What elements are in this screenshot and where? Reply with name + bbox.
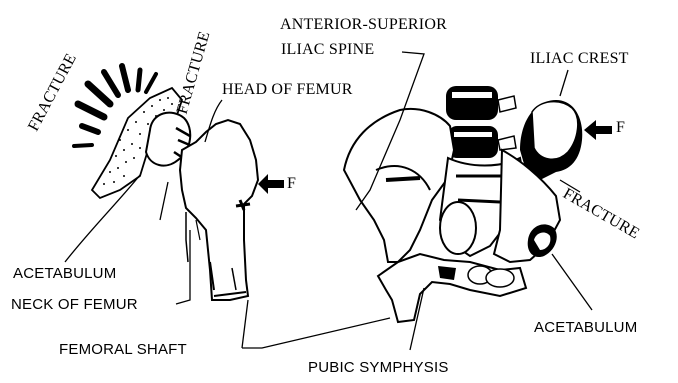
label-force-left: F xyxy=(287,176,296,192)
label-acetabulum-left: ACETABULUM xyxy=(13,266,116,281)
spine-vertebrae xyxy=(446,86,516,158)
force-arrow-right xyxy=(584,120,612,140)
label-acetabulum-right: ACETABULUM xyxy=(534,320,637,335)
label-force-right: F xyxy=(616,120,625,136)
label-iliac-crest: ILIAC CREST xyxy=(530,51,629,67)
label-anterior-superior: ANTERIOR-SUPERIOR xyxy=(280,17,447,33)
label-pubic-symphysis: PUBIC SYMPHYSIS xyxy=(308,360,449,375)
femur-left xyxy=(180,120,258,300)
pubis xyxy=(378,254,526,322)
label-iliac-spine: ILIAC SPINE xyxy=(281,42,374,58)
ilium-left-wing xyxy=(344,109,454,262)
label-femoral-shaft: FEMORAL SHAFT xyxy=(59,342,187,357)
label-neck-of-femur: NECK OF FEMUR xyxy=(11,297,138,312)
force-arrow-left xyxy=(258,174,284,194)
label-head-of-femur: HEAD OF FEMUR xyxy=(222,82,353,98)
